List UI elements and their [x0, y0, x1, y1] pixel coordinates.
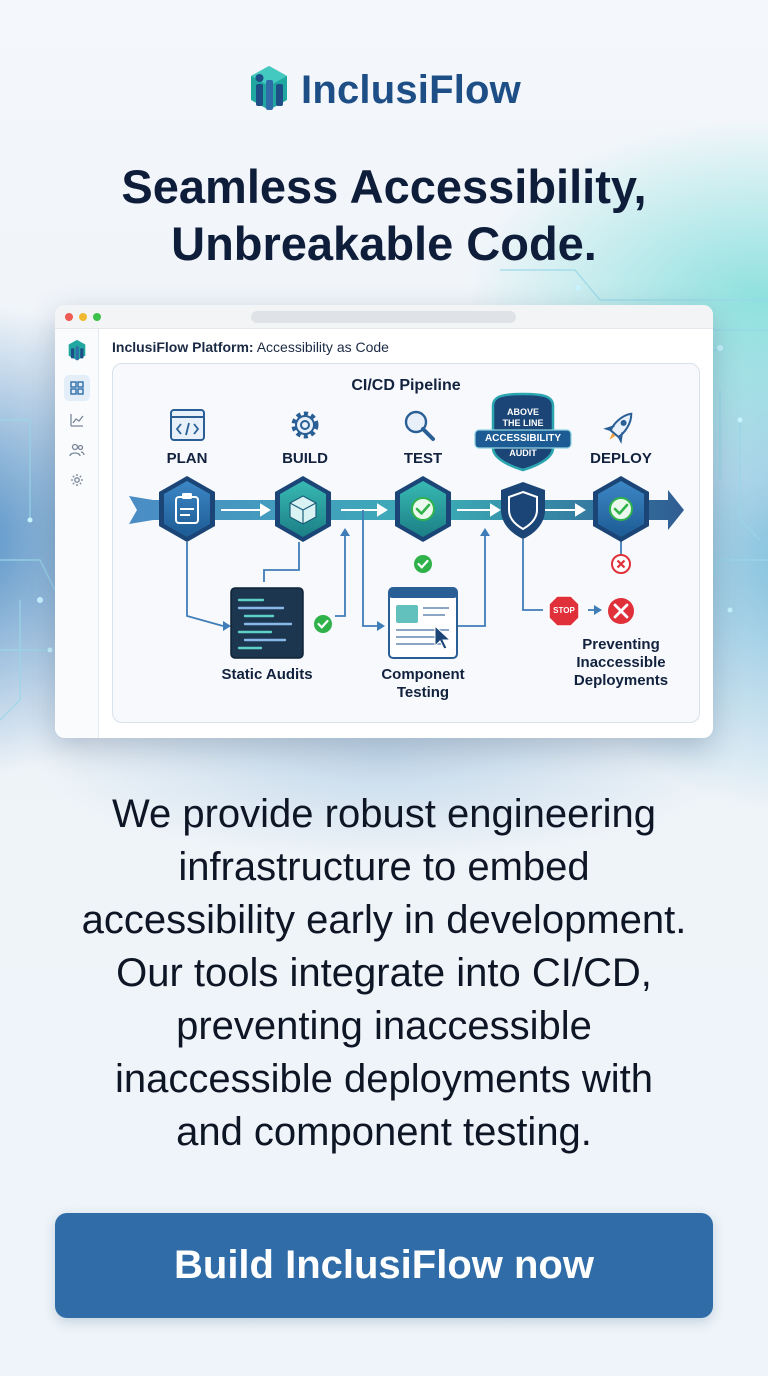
magnifier-icon — [404, 410, 435, 441]
blocked-icon — [608, 598, 634, 624]
body-line-5: preventing inaccessible — [176, 1004, 592, 1048]
logo-icon — [251, 66, 287, 110]
users-icon[interactable] — [64, 437, 90, 463]
dashboard-icon[interactable] — [64, 375, 90, 401]
body-line-7: and component testing. — [176, 1110, 592, 1154]
close-dot[interactable] — [65, 313, 73, 321]
sidebar-logo-icon — [68, 339, 86, 361]
brand-header: InclusiFlow — [0, 64, 768, 116]
app-window: InclusiFlow Platform: Accessibility as C… — [55, 305, 713, 738]
code-icon — [170, 409, 205, 441]
body-line-1: We provide robust engineering — [111, 792, 657, 836]
component-testing-label: Component Testing — [363, 666, 483, 702]
brand-name: InclusiFlow — [301, 67, 521, 112]
component-testing-line-1: Component — [381, 666, 465, 683]
rocket-icon — [603, 412, 633, 444]
headline-line-2: Unbreakable Code. — [171, 217, 597, 270]
static-audits-label: Static Audits — [221, 666, 313, 683]
preventing-line-3: Deployments — [573, 672, 669, 689]
component-testing-line-2: Testing — [396, 684, 450, 701]
sidebar — [55, 329, 99, 738]
code-editor-thumbnail — [230, 587, 304, 659]
stage-deploy-label: DEPLOY — [590, 450, 652, 467]
preventing-line-2: Inaccessible — [576, 654, 666, 671]
audit-badge-line-1: ABOVE — [506, 407, 539, 417]
preventing-line-1: Preventing — [582, 636, 660, 653]
branch-lines — [186, 510, 622, 627]
audit-shield-node — [501, 482, 545, 539]
audit-badge — [474, 392, 572, 472]
window-title: InclusiFlow Platform: Accessibility as C… — [112, 339, 389, 355]
headline: Seamless Accessibility, Unbreakable Code… — [0, 158, 768, 272]
test-check-icon — [414, 555, 432, 573]
stage-build-label: BUILD — [282, 450, 328, 467]
preventing-label: Preventing Inaccessible Deployments — [553, 636, 689, 690]
window-title-bold: InclusiFlow Platform: — [112, 339, 254, 355]
maximize-dot[interactable] — [93, 313, 101, 321]
stage-plan-label: PLAN — [166, 450, 208, 467]
window-titlebar — [55, 305, 713, 329]
deploy-error-icon — [611, 554, 631, 574]
audit-badge-line-3: ACCESSIBILITY — [484, 433, 562, 444]
stage-test-label: TEST — [403, 450, 443, 467]
audit-badge-top: ABOVE THE LINE — [483, 407, 563, 429]
body-line-3: accessibility early in development. — [81, 898, 687, 942]
chart-icon[interactable] — [64, 407, 90, 433]
body-copy: We provide robust engineering infrastruc… — [30, 788, 738, 1159]
minimize-dot[interactable] — [79, 313, 87, 321]
component-browser-thumbnail — [388, 587, 458, 659]
audit-badge-line-2: THE LINE — [502, 418, 544, 428]
settings-icon[interactable] — [64, 467, 90, 493]
body-line-6: inaccessible deployments with — [114, 1057, 654, 1101]
audit-badge-line-4: AUDIT — [509, 448, 537, 458]
body-line-4: Our tools integrate into CI/CD, — [116, 951, 652, 995]
static-check-icon — [314, 615, 332, 633]
body-line-2: infrastructure to embed — [178, 845, 590, 889]
plan-node — [159, 476, 215, 542]
headline-line-1: Seamless Accessibility, — [121, 160, 647, 213]
address-bar[interactable] — [251, 311, 516, 323]
build-node — [275, 476, 331, 542]
cta-button[interactable]: Build InclusiFlow now — [55, 1213, 713, 1318]
stop-sign-icon — [548, 595, 580, 627]
test-node — [395, 476, 451, 542]
window-title-rest: Accessibility as Code — [253, 339, 389, 355]
pipeline-title: CI/CD Pipeline — [351, 377, 461, 394]
deploy-node — [593, 476, 649, 542]
gear-icon — [291, 411, 319, 439]
pipeline-diagram — [129, 392, 684, 659]
pipeline-panel: CI/CD Pipeline — [112, 363, 700, 723]
stop-label: STOP — [553, 606, 575, 615]
